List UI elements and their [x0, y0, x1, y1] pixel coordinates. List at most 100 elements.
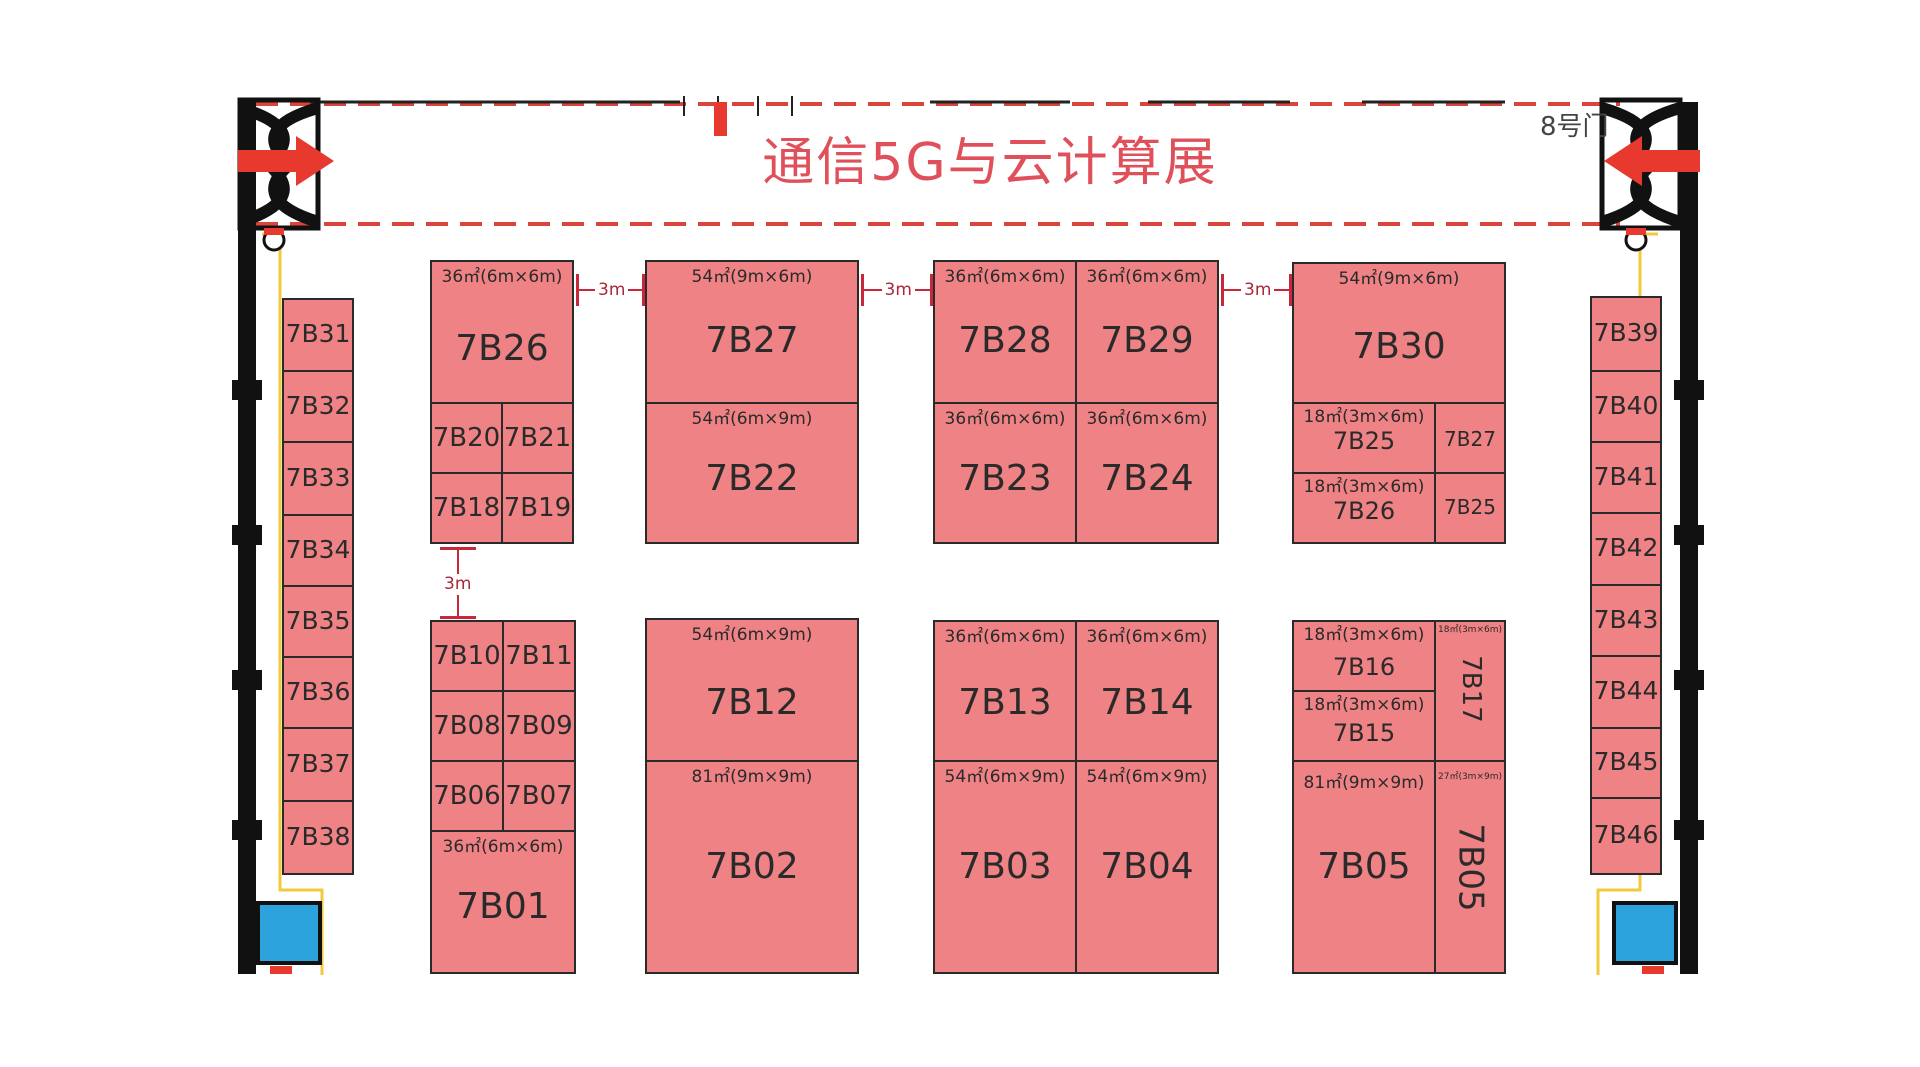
booth-code-label: 7B43 — [1593, 604, 1659, 634]
booth-b7B23[interactable]: 36㎡(6m×6m)7B23 — [933, 402, 1077, 544]
booth-right-col-7[interactable]: 7B46 — [1590, 797, 1662, 875]
left-wall-bracket-3 — [232, 820, 262, 840]
booth-left-col-3[interactable]: 7B34 — [282, 514, 354, 587]
booth-size-label: 27㎡(3m×9m) — [1437, 772, 1503, 782]
right-wall-bracket-1 — [1674, 525, 1704, 545]
booth-b7B17[interactable]: 18㎡(3m×6m) 7B17 — [1434, 620, 1506, 762]
booth-code-label: 7B11 — [505, 641, 573, 671]
booth-code-label: 7B36 — [285, 676, 351, 706]
booth-b7B27s[interactable]: 7B27 — [1434, 402, 1506, 474]
booth-b7B30[interactable]: 54㎡(9m×6m) 7B30 — [1292, 262, 1506, 404]
booth-b7B01[interactable]: 36㎡(6m×6m)7B01 — [430, 830, 576, 974]
booth-left-col-2[interactable]: 7B33 — [282, 441, 354, 516]
booth-size-label: 54㎡(9m×6m) — [1338, 269, 1460, 289]
spacing-dim-3-label: 3m — [1241, 282, 1275, 299]
booth-code-label: 7B10 — [433, 641, 501, 671]
booth-code-label: 7B19 — [503, 493, 572, 523]
booth-size-label: 36㎡(6m×6m) — [1086, 627, 1208, 647]
booth-b7B09[interactable]: 7B09 — [502, 690, 576, 762]
booth-code-label: 7B06 — [433, 781, 501, 811]
booth-code-label: 7B38 — [285, 821, 351, 851]
booth-right-col-6[interactable]: 7B45 — [1590, 727, 1662, 799]
booth-code-label: 7B30 — [1352, 326, 1446, 367]
booth-code-label: 7B01 — [456, 886, 550, 927]
booth-right-col-5[interactable]: 7B44 — [1590, 655, 1662, 729]
booth-left-col-6[interactable]: 7B37 — [282, 727, 354, 802]
booth-b7B29[interactable]: 36㎡(6m×6m) 7B29 — [1075, 260, 1219, 404]
spacing-dim-1-tick — [642, 274, 645, 306]
booth-b7B27[interactable]: 54㎡(9m×6m)7B27 — [645, 260, 859, 404]
booth-b7B02[interactable]: 81㎡(9m×9m)7B02 — [645, 760, 859, 974]
booth-code-label: 7B04 — [1100, 846, 1194, 887]
booth-b7B08[interactable]: 7B08 — [430, 690, 504, 762]
booth-code-label: 7B33 — [285, 462, 351, 492]
booth-right-col-0[interactable]: 7B39 — [1590, 296, 1662, 372]
booth-code-label: 7B25 — [1444, 495, 1496, 519]
spacing-dim-2-label: 3m — [881, 282, 915, 299]
booth-size-label: 54㎡(9m×6m) — [691, 267, 813, 287]
booth-b7B19[interactable]: 7B19 — [501, 472, 574, 544]
right-wall-bracket-2 — [1674, 670, 1704, 690]
booth-size-label: 18㎡(3m×6m) — [1303, 625, 1425, 645]
booth-code-label: 7B03 — [958, 846, 1052, 887]
spacing-dim-4-label: 3m — [442, 574, 474, 595]
booth-b7B03[interactable]: 54㎡(6m×9m)7B03 — [933, 760, 1077, 974]
booth-b7B10[interactable]: 7B10 — [430, 620, 504, 692]
booth-size-label: 36㎡(6m×6m) — [1086, 267, 1208, 287]
booth-b7B16[interactable]: 18㎡(3m×6m) 7B16 — [1292, 620, 1436, 692]
booth-size-label: 36㎡(6m×6m) — [944, 267, 1066, 287]
booth-b7B05[interactable]: 81㎡(9m×9m)7B05 — [1292, 760, 1436, 974]
booth-left-col-4[interactable]: 7B35 — [282, 585, 354, 658]
spacing-dim-3-tick — [1289, 274, 1292, 306]
booth-code-label: 7B17 — [1455, 655, 1486, 723]
left-wall-bracket-2 — [232, 670, 262, 690]
booth-right-col-3[interactable]: 7B42 — [1590, 512, 1662, 586]
booth-b7B20[interactable]: 7B20 — [430, 402, 503, 474]
booth-code-label: 7B29 — [1100, 320, 1194, 361]
left-wall-bracket-0 — [232, 380, 262, 400]
booth-left-col-1[interactable]: 7B32 — [282, 370, 354, 443]
booth-b7B12[interactable]: 54㎡(6m×9m)7B12 — [645, 618, 859, 762]
booth-size-label: 18㎡(3m×6m) — [1437, 625, 1503, 635]
booth-b7B21[interactable]: 7B21 — [501, 402, 574, 474]
booth-right-col-1[interactable]: 7B40 — [1590, 370, 1662, 443]
booth-b7B22[interactable]: 54㎡(6m×9m)7B22 — [645, 402, 859, 544]
booth-size-label: 18㎡(3m×6m) — [1303, 477, 1425, 497]
booth-b7B24[interactable]: 36㎡(6m×6m)7B24 — [1075, 402, 1219, 544]
booth-b7B07[interactable]: 7B07 — [502, 760, 576, 832]
booth-code-label: 7B37 — [285, 748, 351, 778]
booth-code-label: 7B02 — [705, 846, 799, 887]
booth-b7B15[interactable]: 18㎡(3m×6m)7B15 — [1292, 690, 1436, 762]
booth-left-col-7[interactable]: 7B38 — [282, 800, 354, 875]
booth-b7B25a[interactable]: 18㎡(3m×6m)7B25 — [1292, 402, 1436, 474]
booth-b7B05v[interactable]: 27㎡(3m×9m) 7B05 — [1434, 760, 1506, 974]
spacing-dim-4-tick — [440, 616, 476, 619]
booth-right-col-4[interactable]: 7B43 — [1590, 584, 1662, 657]
booth-code-label: 7B14 — [1100, 682, 1194, 723]
booth-b7B26[interactable]: 36㎡(6m×6m)7B26 — [430, 260, 574, 404]
booth-b7B11[interactable]: 7B11 — [502, 620, 576, 692]
booth-b7B06[interactable]: 7B06 — [430, 760, 504, 832]
booth-b7B14[interactable]: 36㎡(6m×6m) 7B14 — [1075, 620, 1219, 762]
booth-code-label: 7B25 — [1332, 427, 1396, 455]
booth-b7B18[interactable]: 7B18 — [430, 472, 503, 544]
booth-b7B26a[interactable]: 18㎡(3m×6m)7B26 — [1292, 472, 1436, 544]
booth-b7B25s[interactable]: 7B25 — [1434, 472, 1506, 544]
right-entry-arrow-icon — [1604, 136, 1700, 186]
booth-size-label: 36㎡(6m×6m) — [441, 267, 563, 287]
right-service-door — [1612, 901, 1678, 965]
booth-left-col-0[interactable]: 7B31 — [282, 298, 354, 372]
booth-left-col-5[interactable]: 7B36 — [282, 656, 354, 729]
booth-size-label: 36㎡(6m×6m) — [944, 409, 1066, 429]
booth-size-label: 18㎡(3m×6m) — [1303, 407, 1425, 427]
booth-size-label: 36㎡(6m×6m) — [1086, 409, 1208, 429]
booth-b7B04[interactable]: 54㎡(6m×9m)7B04 — [1075, 760, 1219, 974]
booth-code-label: 7B12 — [705, 682, 799, 723]
booth-right-col-2[interactable]: 7B41 — [1590, 441, 1662, 514]
booth-code-label: 7B16 — [1332, 653, 1396, 681]
booth-code-label: 7B05 — [1450, 823, 1491, 912]
booth-code-label: 7B13 — [958, 682, 1052, 723]
booth-b7B28[interactable]: 36㎡(6m×6m)7B28 — [933, 260, 1077, 404]
booth-b7B13[interactable]: 36㎡(6m×6m)7B13 — [933, 620, 1077, 762]
booth-code-label: 7B46 — [1593, 820, 1659, 849]
